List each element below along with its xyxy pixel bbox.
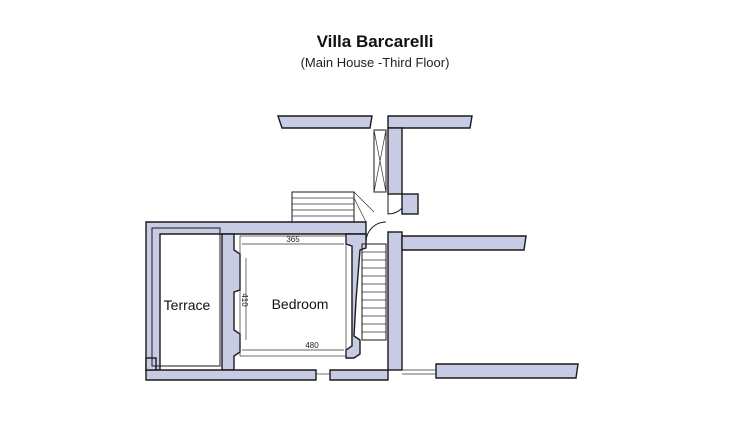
dim-top-label: 365 bbox=[286, 235, 300, 244]
door-swing-stair bbox=[365, 221, 387, 243]
bottom-wall-right bbox=[435, 363, 579, 379]
terrace-label: Terrace bbox=[164, 297, 211, 313]
shaft-wall-vertical bbox=[387, 127, 403, 195]
upper-stairs bbox=[291, 191, 375, 223]
right-vertical-wall bbox=[387, 231, 403, 371]
dim-side-label: 410 bbox=[240, 293, 249, 307]
bedroom-outline bbox=[239, 235, 347, 357]
terrace-area bbox=[151, 227, 221, 367]
bedroom-label: Bedroom bbox=[272, 296, 329, 312]
lower-stairs bbox=[361, 243, 387, 341]
upper-wall-left bbox=[277, 115, 373, 129]
bottom-wall-mid bbox=[329, 369, 389, 381]
plan-title: Villa Barcarelli bbox=[316, 32, 434, 51]
dim-bottom-label: 480 bbox=[305, 341, 319, 350]
bedroom-right-wall bbox=[345, 233, 367, 359]
shaft-box bbox=[373, 129, 387, 193]
main-bottom-wall bbox=[145, 369, 317, 381]
right-side-wall bbox=[401, 235, 527, 251]
plan-subtitle: (Main House -Third Floor) bbox=[300, 55, 450, 70]
terrace-divider-wall bbox=[221, 233, 241, 371]
upper-wall-right bbox=[387, 115, 473, 129]
